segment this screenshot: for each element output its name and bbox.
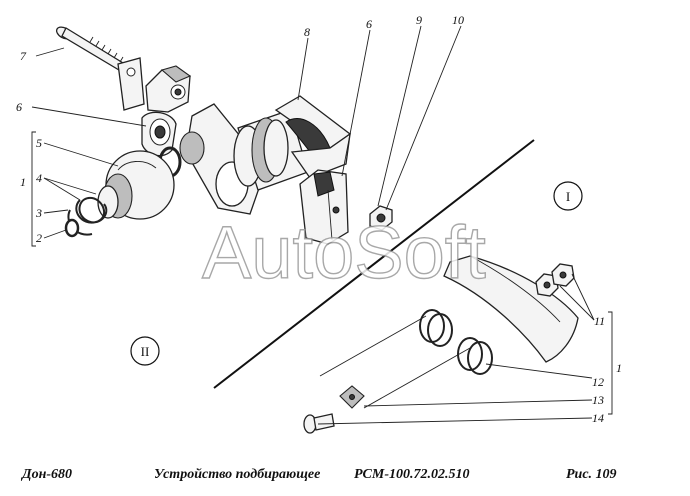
label-6-b: 6 xyxy=(366,17,372,31)
leader-lines xyxy=(31,25,613,425)
spring-part-12 xyxy=(319,309,493,409)
bracket-curve xyxy=(141,111,177,157)
view-marker-1: I xyxy=(553,181,583,211)
bolt-part-7 xyxy=(55,26,129,74)
watermark: AutoSoft xyxy=(202,211,486,294)
clamp-block-6 xyxy=(299,169,349,245)
label-6: 6 xyxy=(16,100,22,114)
nut-part-11 xyxy=(535,263,575,297)
label-10: 10 xyxy=(452,13,464,27)
lock-plate xyxy=(117,57,145,111)
shell-part-8 xyxy=(274,95,352,179)
label-14: 14 xyxy=(592,411,604,425)
label-1-b: 1 xyxy=(616,361,622,375)
bracket-upper xyxy=(145,65,192,113)
shield-plate xyxy=(443,255,579,363)
view-divider-line xyxy=(213,139,535,389)
plate-part-13 xyxy=(339,385,365,409)
nut-part-9-10 xyxy=(369,205,393,231)
label-8: 8 xyxy=(304,25,310,39)
ring-part-2 xyxy=(64,218,80,238)
bushing-part-3 xyxy=(97,173,133,219)
label-9: 9 xyxy=(416,13,422,27)
label-12: 12 xyxy=(592,375,604,389)
caption-left: Дон-680 xyxy=(20,467,72,482)
view-marker-1-text: I xyxy=(566,189,570,204)
caption-title: Устройство подбирающее xyxy=(154,467,320,482)
label-2: 2 xyxy=(36,231,42,245)
view-marker-2-text: II xyxy=(141,344,150,359)
label-11: 11 xyxy=(594,314,605,328)
label-5: 5 xyxy=(36,136,42,150)
label-7: 7 xyxy=(20,49,27,63)
bolt-part-14 xyxy=(303,413,335,434)
label-1: 1 xyxy=(20,175,26,189)
roller-shaft xyxy=(233,109,309,191)
view-marker-2: II xyxy=(130,336,160,366)
label-3: 3 xyxy=(35,206,42,220)
caption-code: РСМ-100.72.02.510 xyxy=(354,467,470,482)
caption-figure-number: Рис. 109 xyxy=(566,467,617,482)
label-13: 13 xyxy=(592,393,604,407)
label-4: 4 xyxy=(36,171,42,185)
